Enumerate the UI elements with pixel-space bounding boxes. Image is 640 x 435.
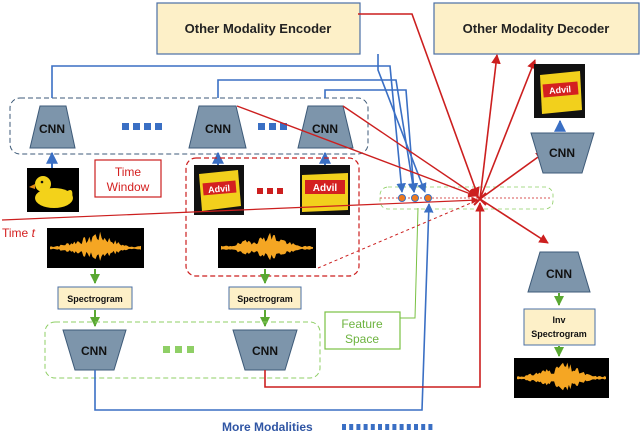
cnn-label: CNN <box>546 267 572 281</box>
feature-dot <box>424 194 432 202</box>
audio-waveform-2 <box>218 228 316 268</box>
ellipsis-dot <box>392 424 397 430</box>
image-cnn-group <box>9 97 369 155</box>
ellipsis-dot <box>349 424 354 430</box>
cnn-label: CNN <box>312 122 338 136</box>
feature-space-label: Feature Space <box>324 311 401 350</box>
link-cnn2-to-feature <box>217 79 418 193</box>
cnn-label: CNN <box>252 344 278 358</box>
time-label: Time t <box>2 226 36 240</box>
svg-text:Time: Time <box>115 165 142 179</box>
image-cnn-3: CNN <box>297 105 354 149</box>
decoder-image-cnn: CNN <box>530 132 595 174</box>
link-audio-cnn2-to-fusion <box>264 202 485 388</box>
ellipsis-dot <box>406 424 411 430</box>
svg-text:Inv: Inv <box>552 315 565 325</box>
link-cnn3-to-fusion <box>342 105 477 197</box>
link-fusion-to-decoder-cnn <box>479 151 546 200</box>
more-modalities-ellipsis <box>342 424 433 430</box>
cnn-label: CNN <box>549 146 575 160</box>
link-audio-cnn1-to-feature <box>94 203 434 411</box>
feature-dot <box>411 194 419 202</box>
fusion-point <box>473 192 487 206</box>
decoder-label: Other Modality Decoder <box>463 21 610 36</box>
svg-text:Window: Window <box>107 180 150 194</box>
encoder-label: Other Modality Encoder <box>185 21 332 36</box>
ellipsis-dot <box>414 424 418 430</box>
decoder-advil-image: Advil <box>534 64 585 118</box>
cnn-label: CNN <box>81 344 107 358</box>
decoder-audio-waveform <box>514 358 609 398</box>
duck-image <box>27 168 79 212</box>
more-modalities: More Modalities <box>222 420 433 434</box>
audio-cnn-1: CNN <box>62 329 127 371</box>
ellipsis-dot <box>342 424 346 430</box>
advil-text: Advil <box>208 183 231 195</box>
spectrogram-label: Spectrogram <box>237 294 293 304</box>
feature-space-pointer <box>400 207 419 319</box>
time-window-label: Time Window <box>94 159 162 198</box>
advil-image-1: Advil <box>194 165 244 215</box>
ellipsis-blue-top <box>122 123 162 130</box>
time-axis: Time t <box>1 196 479 240</box>
ellipsis-dot <box>385 424 390 430</box>
cnn-label: CNN <box>39 122 65 136</box>
svg-text:Feature: Feature <box>341 317 383 331</box>
link-cnn2-to-fusion <box>236 105 477 198</box>
ellipsis-dot <box>378 424 382 430</box>
audio-waveform-1 <box>47 228 144 268</box>
link-encoder-to-feature <box>377 54 427 193</box>
ellipsis-dot <box>356 424 361 430</box>
cnn-label: CNN <box>205 122 231 136</box>
ellipsis-green <box>163 346 194 353</box>
advil-text: Advil <box>549 84 572 96</box>
decoder-box: Other Modality Decoder <box>433 2 640 55</box>
encoder-box: Other Modality Encoder <box>156 2 361 55</box>
more-modalities-label: More Modalities <box>222 420 313 434</box>
spectrogram-label: Spectrogram <box>67 294 123 304</box>
time-window-group <box>185 157 360 277</box>
image-cnn-1: CNN <box>29 105 76 149</box>
audio-cnn-group <box>44 321 321 379</box>
link-fusion-to-decoder <box>479 54 501 200</box>
svg-text:Spectrogram: Spectrogram <box>531 329 587 339</box>
ellipsis-dot <box>363 424 368 430</box>
link-fusion-to-image-decoder <box>479 59 537 200</box>
ellipsis-blue-mid <box>258 123 287 130</box>
feature-dot <box>398 194 406 202</box>
spectrogram-box-2: Spectrogram <box>228 286 302 310</box>
audio-cnn-2: CNN <box>232 329 298 371</box>
image-cnn-2: CNN <box>188 105 247 149</box>
link-cnn3-to-feature <box>324 89 419 193</box>
spectrogram-box-1: Spectrogram <box>57 286 133 310</box>
link-encoder-to-fusion <box>358 13 480 197</box>
ellipsis-dot <box>421 424 426 430</box>
ellipsis-red <box>257 188 283 194</box>
link-cnn1-to-feature <box>51 65 406 193</box>
link-audio-window-to-fusion <box>317 199 479 269</box>
ellipsis-dot <box>428 424 433 430</box>
advil-text: Advil <box>313 183 338 194</box>
svg-text:Space: Space <box>345 332 379 346</box>
ellipsis-dot <box>370 424 375 430</box>
inv-spectrogram-box: Inv Spectrogram <box>523 308 596 346</box>
decoder-audio-cnn: CNN <box>527 251 591 293</box>
link-fusion-to-audio-decoder <box>479 198 549 244</box>
ellipsis-dot <box>399 424 404 430</box>
